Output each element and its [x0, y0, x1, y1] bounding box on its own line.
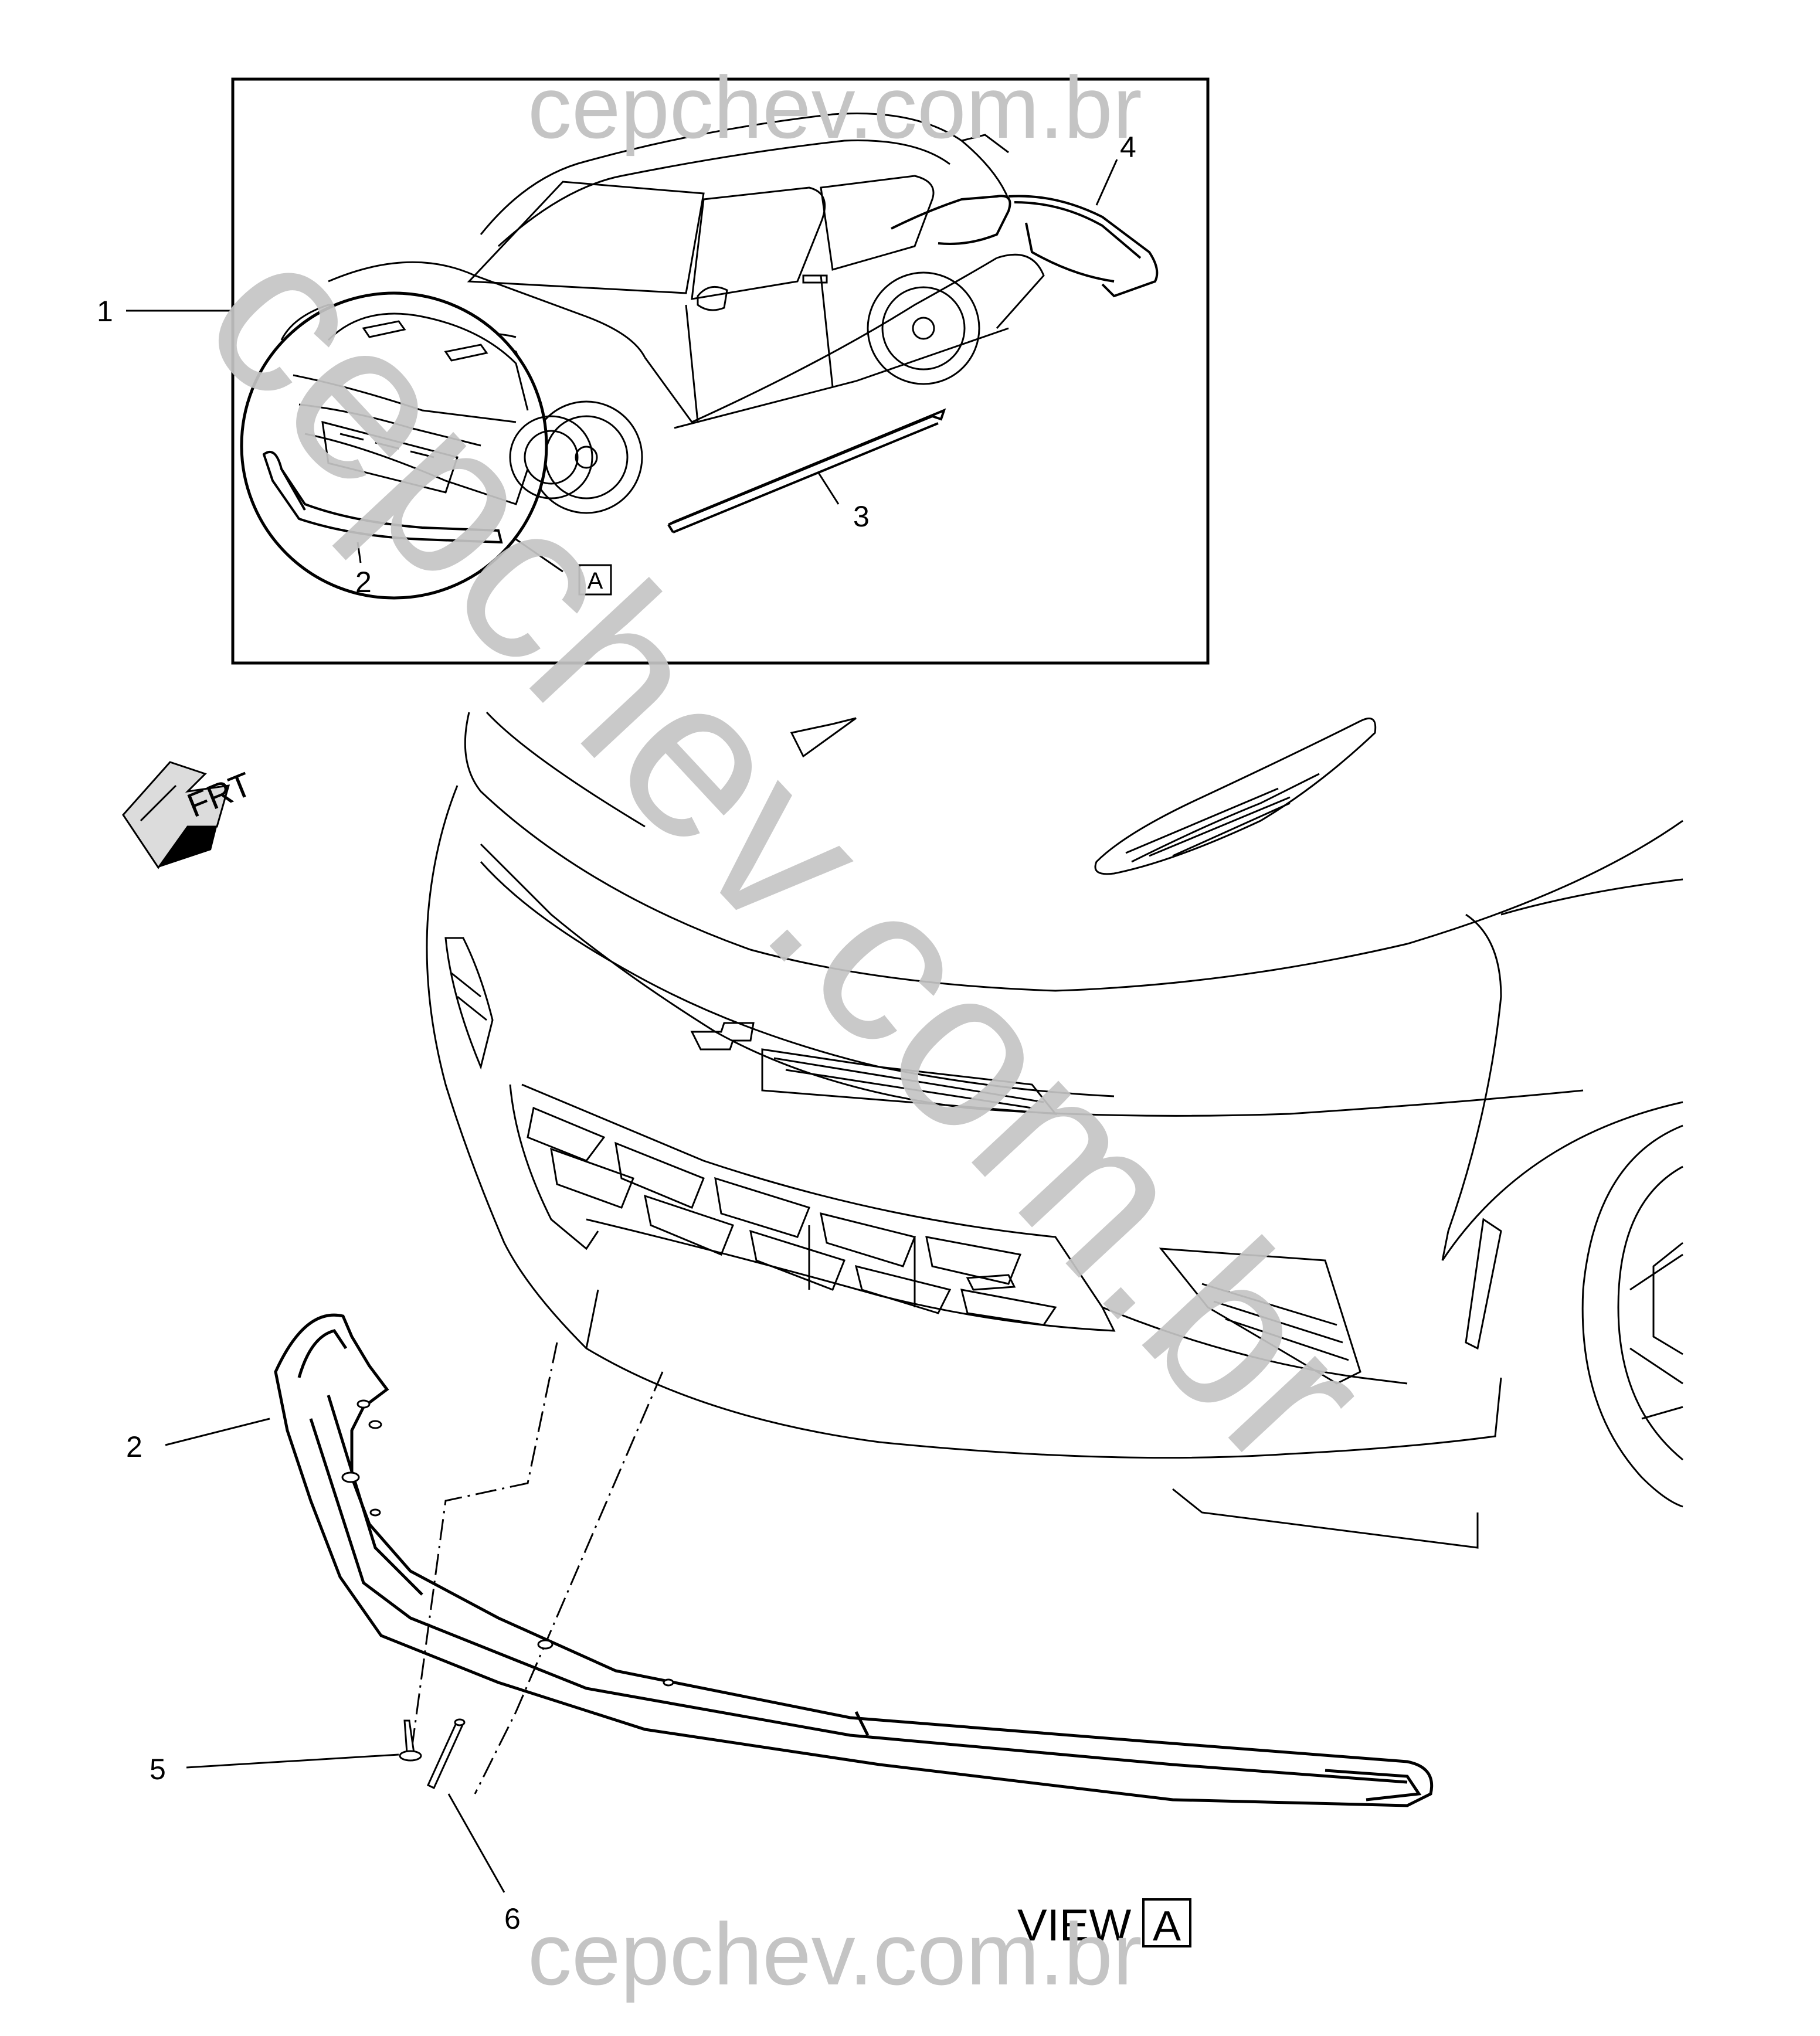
watermark-top: cepchev.com.br: [528, 58, 1142, 157]
main-leaders: [165, 1418, 505, 1893]
callout-5: 5: [150, 1753, 166, 1786]
view-label: VIEW: [1017, 1901, 1131, 1950]
inset-frame: [231, 77, 1210, 665]
view-a-box-letter: A: [588, 568, 603, 594]
callout-3: 3: [853, 500, 870, 533]
front-splitter-inset: [262, 450, 503, 544]
callout-1: 1: [97, 295, 113, 328]
front-end-detail-drawing: [426, 711, 1683, 1549]
front-direction-arrow-icon: FRT: [122, 761, 257, 869]
detail-circle-a: [240, 291, 593, 600]
callout-6: 6: [504, 1902, 521, 1935]
watermark-diagonal: cepchev.com.br: [157, 189, 1418, 1515]
view-label-box: [1142, 1898, 1191, 1947]
install-leaders: [409, 1342, 664, 1794]
pin-fastener: [427, 1718, 466, 1790]
overview-inset: 1 4 3 2 A: [97, 77, 1210, 665]
rocker-panel-part: [667, 408, 946, 533]
view-a-box: [578, 564, 612, 596]
callout-2-main: 2: [126, 1430, 142, 1463]
screw-fastener: [399, 1719, 422, 1762]
splitter-holes: [341, 1399, 674, 1687]
callout-2-inset: 2: [355, 566, 372, 599]
view-label-letter: A: [1153, 1903, 1181, 1950]
front-splitter-part: [274, 1313, 1434, 1807]
callout-4: 4: [1120, 131, 1136, 164]
inset-leaders: [126, 159, 1118, 573]
rear-spoiler-part: [891, 195, 1159, 298]
watermark-bottom: cepchev.com.br: [528, 1905, 1142, 2003]
